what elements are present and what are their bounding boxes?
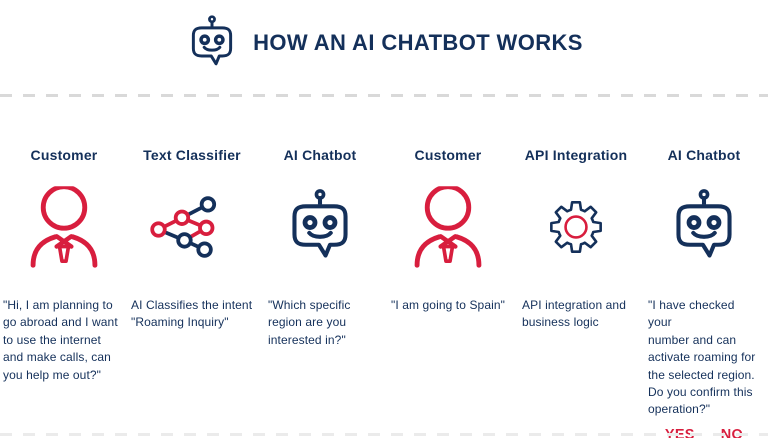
confirmation-options: YES NO [665,427,743,438]
step-column-api-integration: API Integration API integration and busi… [512,147,640,438]
steps-row: Customer "Hi, I am planning to go abroad… [0,147,768,438]
icon-box [149,181,235,273]
column-caption: AI Classifies the intent "Roaming Inquir… [131,298,253,330]
step-column-text-classifier: Text Classifier AI Classifies the intent… [128,147,256,438]
column-caption: "Hi, I am planning to go abroad and I wa… [3,298,118,382]
column-label: AI Chatbot [283,147,357,163]
icon-box [29,181,99,273]
icon-box [667,181,741,273]
chatbot-logo-icon [185,12,239,74]
column-caption: "Which specific region are you intereste… [268,298,351,347]
column-caption: "I am going to Spain" [390,298,506,312]
gear-icon [547,198,605,256]
no-option: NO [721,427,743,438]
column-label: Text Classifier [143,147,241,163]
icon-box [547,181,605,273]
step-column-customer-2: Customer "I am going to Spain" [384,147,512,438]
column-caption: "I have checked your number and can acti… [648,298,756,417]
dashed-divider-bottom [0,433,768,436]
page-header: HOW AN AI CHATBOT WORKS [0,0,768,74]
chatbot-icon [667,184,741,270]
chatbot-icon [283,184,357,270]
dashed-divider-top [0,94,768,97]
icon-box [413,181,483,273]
step-column-ai-chatbot-2: AI Chatbot "I have checked your number a… [640,147,768,438]
column-label: Customer [30,147,98,163]
page-title: HOW AN AI CHATBOT WORKS [253,30,583,55]
person-icon [413,186,483,268]
person-icon [29,186,99,268]
step-column-customer-1: Customer "Hi, I am planning to go abroad… [0,147,128,438]
yes-option: YES [665,427,695,438]
column-caption: API integration and business logic [522,298,626,330]
column-label: AI Chatbot [667,147,741,163]
step-column-ai-chatbot-1: AI Chatbot "Which specific region are yo… [256,147,384,438]
column-label: Customer [414,147,482,163]
classifier-network-icon [149,196,235,258]
icon-box [283,181,357,273]
column-label: API Integration [524,147,628,163]
